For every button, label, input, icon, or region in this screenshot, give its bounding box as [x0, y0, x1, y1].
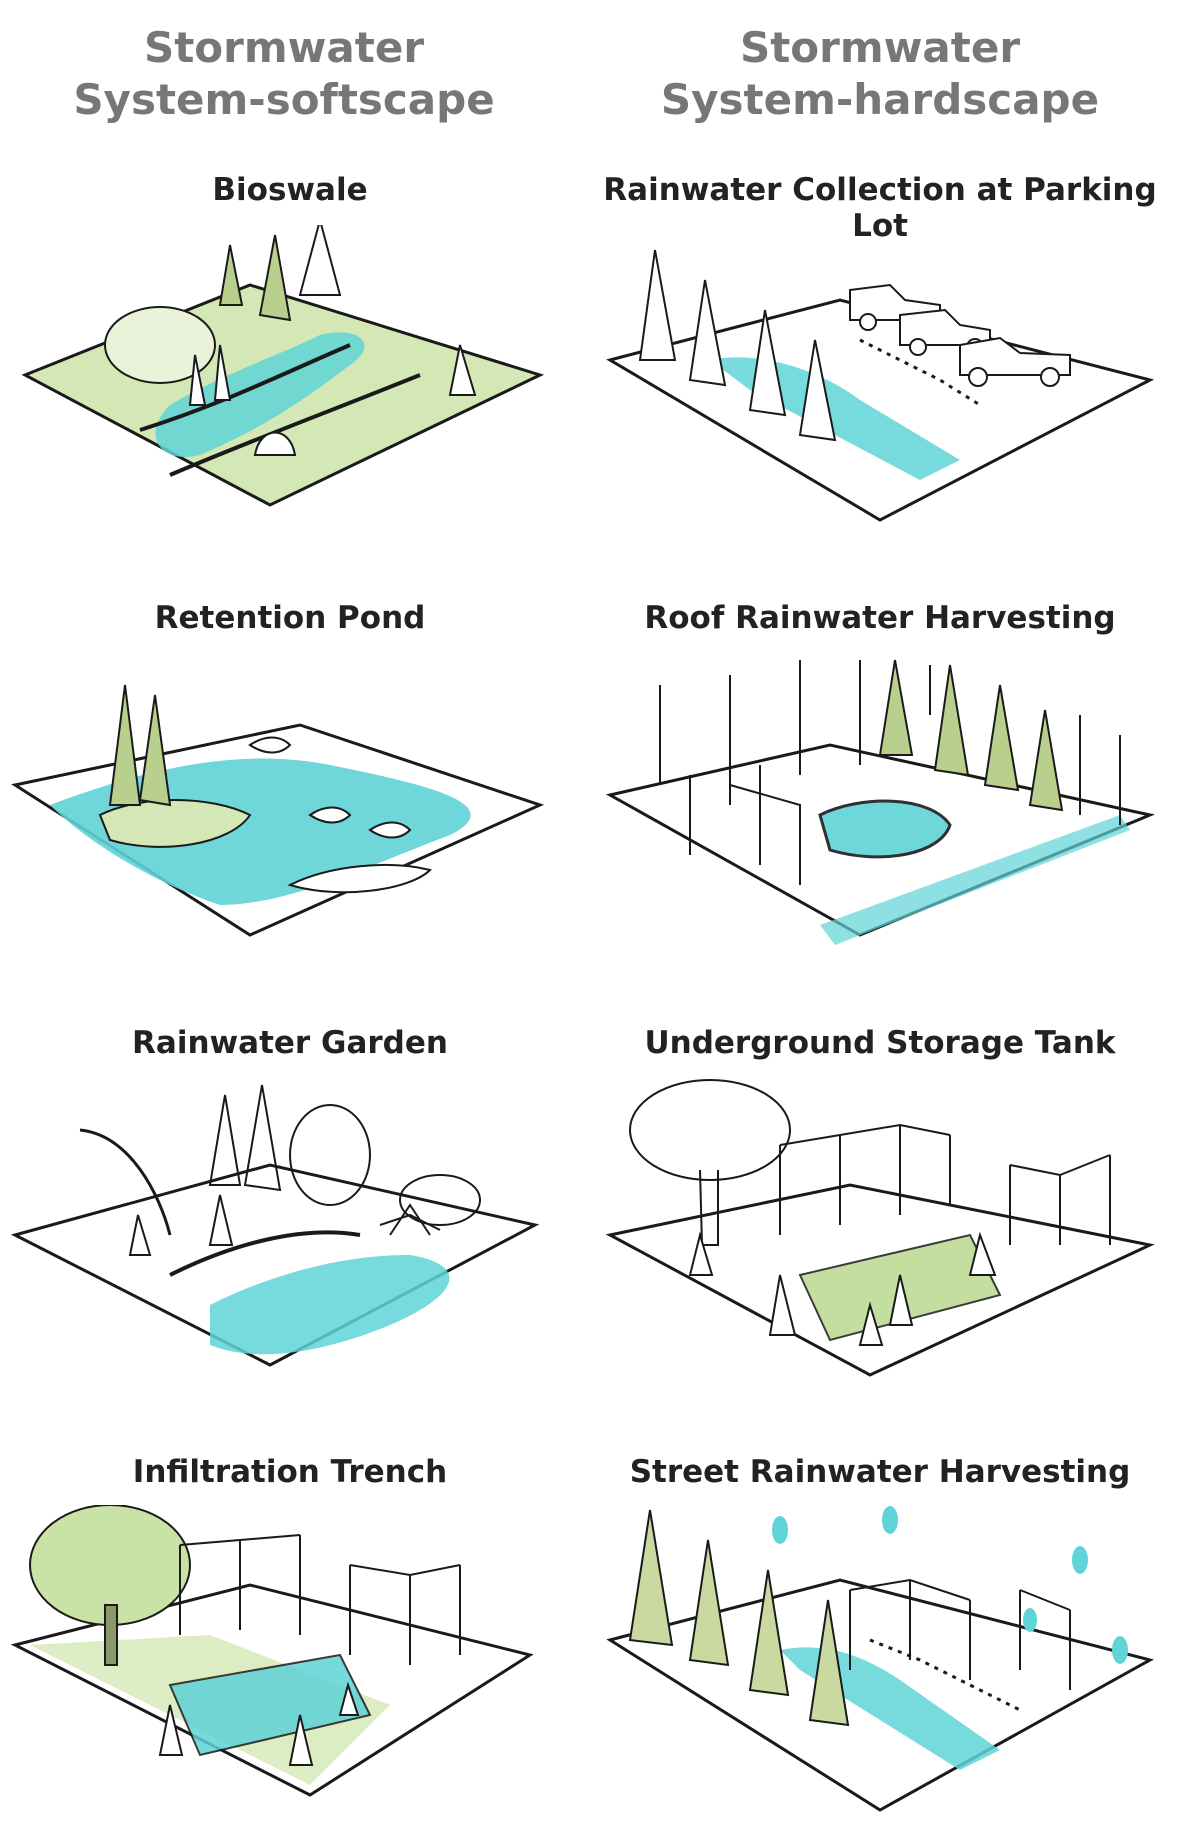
bioswale-illustration — [20, 225, 550, 525]
roof-harvesting-label: Roof Rainwater Harvesting — [644, 600, 1116, 636]
softscape-title-line2: System-softscape — [73, 75, 495, 124]
infiltration-trench-label: Infiltration Trench — [132, 1454, 448, 1490]
rainwater-garden-label: Rainwater Garden — [132, 1025, 448, 1061]
softscape-title-line1: Stormwater — [143, 23, 425, 72]
hardscape-column-title: Stormwater System-hardscape — [600, 22, 1160, 126]
softscape-column-title: Stormwater System-softscape — [4, 22, 564, 126]
storage-tank-label: Underground Storage Tank — [644, 1025, 1116, 1061]
street-harvesting-illustration — [600, 1500, 1160, 1820]
parking-lot-label: Rainwater Collection at Parking Lot — [603, 172, 1157, 244]
storage-tank-illustration — [600, 1075, 1160, 1385]
retention-pond-illustration — [10, 655, 550, 955]
hardscape-title-line1: Stormwater — [739, 23, 1021, 72]
roof-harvesting-illustration — [600, 655, 1160, 955]
hardscape-title-line2: System-hardscape — [660, 75, 1100, 124]
street-harvesting-label: Street Rainwater Harvesting — [629, 1454, 1131, 1490]
parking-lot-illustration — [600, 230, 1160, 530]
bioswale-label: Bioswale — [212, 172, 368, 208]
retention-pond-label: Retention Pond — [154, 600, 426, 636]
infiltration-trench-illustration — [10, 1505, 550, 1815]
rainwater-garden-illustration — [10, 1075, 550, 1385]
